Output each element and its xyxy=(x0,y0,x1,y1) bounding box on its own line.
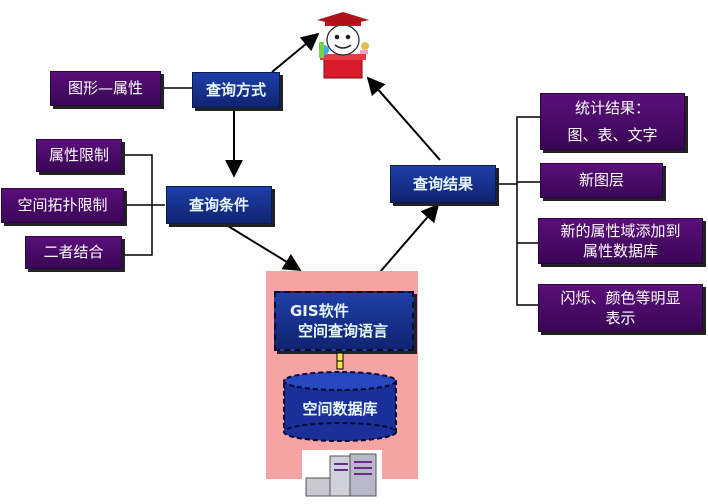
output-statistics-line2: 图、表、文字 xyxy=(567,125,658,144)
output-statistics-line1: 统计结果： xyxy=(574,99,650,118)
option-graphic-attribute-label: 图形—属性 xyxy=(67,79,143,98)
connector-right-bracket xyxy=(516,116,540,306)
option-spatial-topology-limit: 空间拓扑限制 xyxy=(1,188,124,223)
query-method-label: 查询方式 xyxy=(205,80,266,99)
spatial-database-cylinder: 空间数据库 xyxy=(281,370,399,444)
output-flash-display: 闪烁、颜色等明显 表示 xyxy=(538,284,703,332)
option-combination: 二者结合 xyxy=(25,236,122,269)
output-new-layer: 新图层 xyxy=(540,163,663,198)
option-combination-label: 二者结合 xyxy=(43,243,104,262)
option-attribute-limit: 属性限制 xyxy=(36,139,122,172)
output-new-attribute-line2: 属性数据库 xyxy=(582,242,658,260)
output-statistics: 统计结果： 图、表、文字 xyxy=(540,93,685,150)
query-result-label: 查询结果 xyxy=(412,174,473,193)
arrow-gis-to-result xyxy=(379,203,440,273)
output-flash-display-line1: 闪烁、颜色等明显 xyxy=(560,288,681,307)
spatial-database-label: 空间数据库 xyxy=(302,400,378,418)
arrow-condition-to-gis xyxy=(227,225,302,271)
spatial-query-language-label: 空间查询语言 xyxy=(298,322,389,340)
option-spatial-topology-limit-label: 空间拓扑限制 xyxy=(17,196,108,215)
option-attribute-limit-label: 属性限制 xyxy=(48,146,109,165)
output-flash-display-line2: 表示 xyxy=(605,309,636,327)
graduate-mascot-icon xyxy=(310,6,376,80)
gis-software-box: GIS软件 空间查询语言 xyxy=(274,291,414,351)
arrow-result-to-mascot xyxy=(366,76,441,161)
query-condition-box: 查询条件 xyxy=(166,186,272,224)
output-new-attribute-line1: 新的属性域添加到 xyxy=(560,221,681,240)
query-method-box: 查询方式 xyxy=(192,72,280,108)
query-condition-label: 查询条件 xyxy=(188,195,249,214)
gis-software-label: GIS软件 xyxy=(290,301,349,320)
gis-to-db-link xyxy=(335,352,345,370)
output-new-attribute: 新的属性域添加到 属性数据库 xyxy=(538,218,703,264)
server-computer-icon xyxy=(302,450,382,500)
query-result-box: 查询结果 xyxy=(390,165,496,203)
output-new-layer-label: 新图层 xyxy=(578,171,624,190)
option-graphic-attribute: 图形—属性 xyxy=(50,71,161,106)
arrow-method-to-mascot xyxy=(271,32,320,73)
